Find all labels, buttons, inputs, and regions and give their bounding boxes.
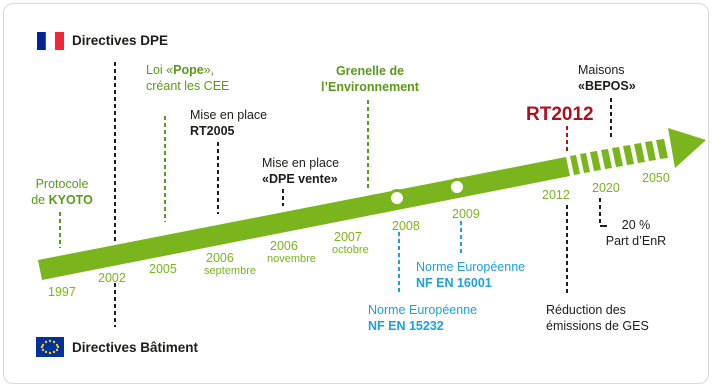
pope-prefix: Loi « (146, 63, 174, 77)
year-2006-sept-label: 2006 (206, 251, 234, 265)
year-2006-nov-month: novembre (267, 253, 316, 265)
year-2050-label: 2050 (642, 171, 670, 185)
norme-16001-name: NF EN 16001 (416, 276, 492, 290)
year-2005-label: 2005 (149, 262, 177, 276)
year-2009-label: 2009 (452, 207, 480, 221)
norme-15232-line1: Norme Européenne (368, 303, 478, 317)
milestone-2009-marker (448, 178, 466, 196)
pope-name: Pope (173, 63, 204, 77)
france-flag-icon (37, 31, 64, 51)
year-2012-label: 2012 (542, 188, 570, 202)
bepos-line1: Maisons (578, 63, 625, 77)
grenelle-line1: Grenelle de (335, 64, 405, 78)
grenelle-line2: l’Environnement (321, 80, 419, 94)
rt2005-event: Mise en place RT2005 (190, 107, 267, 139)
pope-line1: Loi «Pope», (146, 62, 229, 78)
enr-event: 20 % Part d’EnR (604, 217, 668, 249)
europe-flag-icon (36, 337, 64, 357)
dpe-vente-event: Mise en place «DPE vente» (262, 155, 339, 187)
ges-line1: Réduction des (546, 303, 626, 317)
pope-line2: créant les CEE (146, 79, 230, 93)
dpe-vente-line1: Mise en place (262, 156, 340, 170)
kyoto-line2: de KYOTO (22, 192, 102, 208)
kyoto-event: Protocole de KYOTO (22, 176, 102, 208)
rt2005-name: RT2005 (190, 124, 235, 138)
pope-suffix: », (203, 63, 215, 77)
ges-event: Réduction des émissions de GES (546, 302, 649, 334)
norme-15232-event: Norme Européenne NF EN 15232 (368, 302, 477, 334)
ges-line2: émissions de GES (546, 319, 649, 333)
bepos-name: «BEPOS» (578, 79, 636, 93)
grenelle-event: Grenelle de l’Environnement (310, 63, 430, 95)
kyoto-name: KYOTO (48, 193, 93, 207)
year-2007-month: octobre (332, 244, 369, 256)
france-directives-title: Directives DPE (72, 33, 169, 48)
norme-15232-name: NF EN 15232 (368, 319, 444, 333)
europe-directives-title: Directives Bâtiment (72, 340, 199, 355)
bepos-event: Maisons «BEPOS» (578, 62, 636, 94)
norme-16001-event: Norme Européenne NF EN 16001 (416, 259, 525, 291)
year-2002-label: 2002 (98, 271, 126, 285)
year-1997-label: 1997 (48, 285, 76, 299)
year-2006-sept-month: septembre (204, 265, 256, 277)
timeline-card (3, 3, 709, 384)
enr-line2: Part d’EnR (605, 234, 667, 248)
rt2005-line1: Mise en place (190, 108, 268, 122)
kyoto-line1: Protocole (35, 177, 89, 191)
year-2006-nov-label: 2006 (270, 239, 298, 253)
timeline-arrow (38, 128, 706, 280)
year-2007-label: 2007 (334, 230, 362, 244)
enr-line1: 20 % (621, 218, 651, 232)
dpe-vente-name: «DPE vente» (262, 172, 338, 186)
kyoto-prefix: de (31, 193, 49, 207)
rt2012-event: RT2012 (526, 104, 594, 125)
year-2020-label: 2020 (592, 181, 620, 195)
year-2008-label: 2008 (392, 219, 420, 233)
norme-16001-line1: Norme Européenne (416, 260, 526, 274)
milestone-2008-marker (388, 189, 406, 207)
pope-event: Loi «Pope», créant les CEE (146, 62, 229, 94)
